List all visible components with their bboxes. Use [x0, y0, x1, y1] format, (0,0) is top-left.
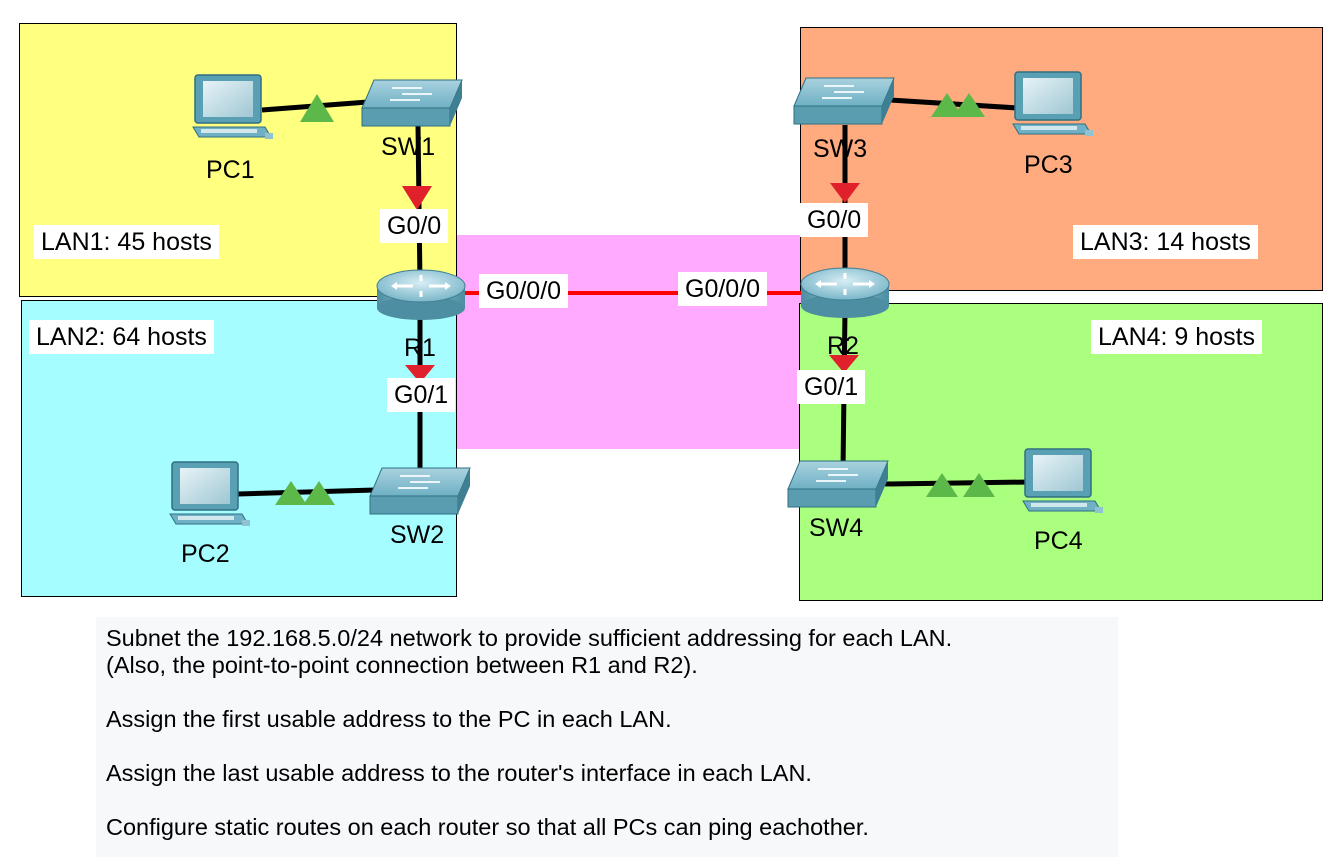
sw4-icon[interactable]	[787, 460, 889, 508]
pc1-icon[interactable]	[192, 74, 273, 139]
r1-label: R1	[404, 334, 436, 362]
pc2-label: PC2	[181, 540, 230, 568]
link-sw4-pc4	[884, 479, 1031, 487]
link-up-icon	[953, 93, 985, 117]
sw4-label: SW4	[809, 514, 864, 542]
pc1-label: PC1	[206, 156, 255, 184]
instruction-router-address: Assign the last usable address to the ro…	[106, 760, 812, 786]
link-up-icon	[926, 473, 958, 497]
instruction-pc-address: Assign the first usable address to the P…	[106, 706, 672, 732]
instruction-p2p: (Also, the point-to-point connection bet…	[106, 652, 698, 678]
link-up-icon	[275, 481, 307, 505]
sw1-label: SW1	[381, 133, 436, 161]
pc3-label: PC3	[1024, 151, 1073, 179]
link-down-icon	[402, 186, 432, 210]
network-diagram	[19, 23, 1323, 601]
link-up-icon	[303, 481, 335, 505]
r2-g0-0-label: G0/0	[800, 203, 869, 237]
r1-g0-1-label: G0/1	[387, 378, 456, 412]
instructions-panel: Subnet the 192.168.5.0/24 network to pro…	[96, 617, 1118, 857]
wan-area	[452, 235, 804, 449]
lan2-label: LAN2: 64 hosts	[29, 320, 214, 354]
sw3-label: SW3	[813, 135, 868, 163]
link-up-indicators	[275, 93, 995, 505]
lan1-label: LAN1: 45 hosts	[34, 225, 219, 259]
r1-g0-0-0-label: G0/0/0	[479, 274, 569, 308]
sw2-icon[interactable]	[369, 467, 471, 515]
link-pc2-sw2	[237, 487, 376, 497]
sw3-icon[interactable]	[793, 77, 895, 125]
lan3-label: LAN3: 14 hosts	[1073, 225, 1258, 259]
instruction-static-routes: Configure static routes on each router s…	[106, 814, 869, 840]
link-up-icon	[300, 94, 334, 122]
link-down-icon	[829, 355, 859, 373]
pc3-icon[interactable]	[1012, 71, 1093, 136]
link-up-icon	[931, 93, 963, 117]
pc4-icon[interactable]	[1022, 448, 1103, 513]
r2-icon[interactable]	[800, 267, 890, 318]
link-down-icon	[830, 183, 860, 203]
r1-icon[interactable]	[376, 269, 466, 320]
instruction-subnet: Subnet the 192.168.5.0/24 network to pro…	[106, 625, 953, 651]
link-up-icon	[963, 473, 995, 497]
sw1-icon[interactable]	[361, 79, 463, 127]
pc4-label: PC4	[1034, 527, 1083, 555]
link-down-indicators	[402, 183, 860, 383]
link-down-icon	[405, 365, 435, 383]
r1-g0-0-label: G0/0	[380, 209, 449, 243]
r2-label: R2	[827, 332, 859, 360]
lan4-label: LAN4: 9 hosts	[1091, 320, 1263, 354]
pc2-icon[interactable]	[169, 461, 250, 526]
r2-g0-0-0-label: G0/0/0	[678, 272, 768, 306]
sw2-label: SW2	[390, 521, 445, 549]
r2-g0-1-label: G0/1	[797, 370, 866, 404]
